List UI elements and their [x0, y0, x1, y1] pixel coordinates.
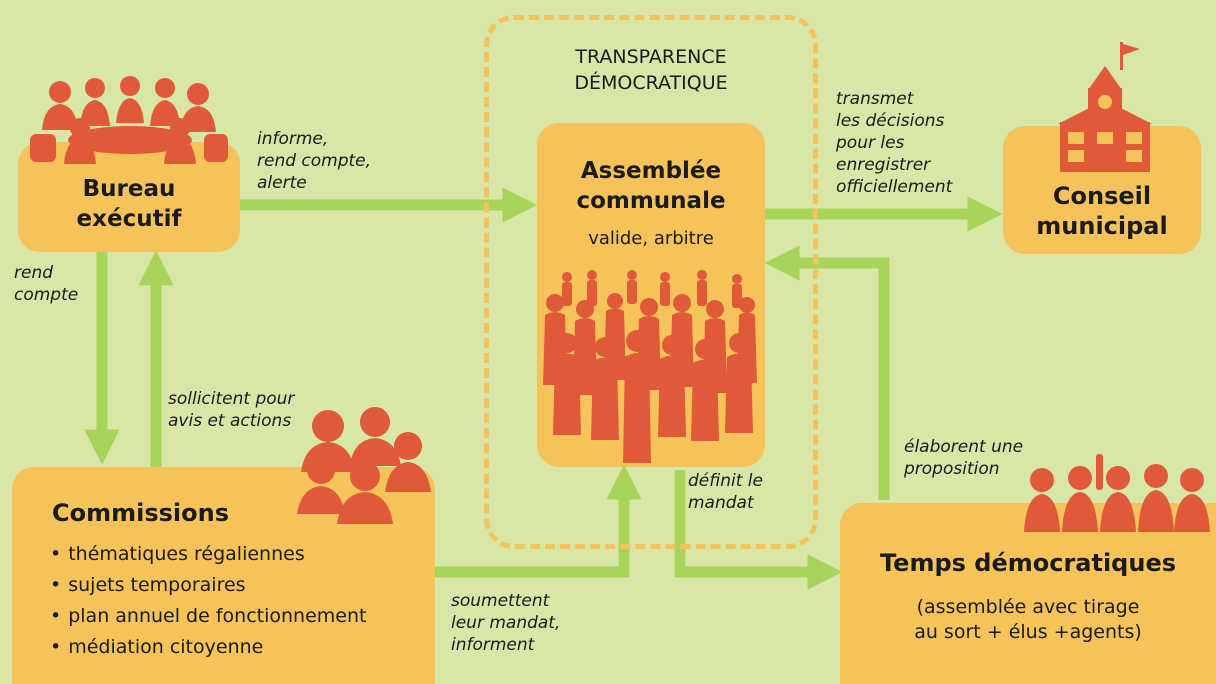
arrow-assemblee-to-temps — [674, 470, 843, 590]
conseil-municipal-box: Conseil municipal — [1003, 126, 1201, 254]
commissions-title: Commissions — [52, 499, 229, 527]
assemblee-subtitle: valide, arbitre — [588, 228, 714, 249]
town-hall-icon — [1058, 42, 1152, 172]
crowd-icon — [543, 270, 757, 463]
temps-subtitle: (assemblée avec tirage au sort + élus +a… — [914, 596, 1142, 643]
transparency-title: TRANSPARENCE DÉMOCRATIQUE — [574, 46, 728, 94]
assemblee-title-line2: communale — [576, 188, 726, 214]
label-sollicitent: sollicitent pour avis et actions — [168, 389, 295, 431]
list-item: thématiques régaliennes — [50, 539, 366, 570]
list-item: sujets temporaires — [50, 570, 366, 601]
temps-democratiques-box: Temps démocratiques (assemblée avec tira… — [840, 503, 1216, 684]
assemblee-title-line1: Assemblée — [580, 158, 722, 184]
label-elaborent: élaborent une proposition — [904, 437, 1024, 479]
arrow-commissions-to-assemblee — [435, 464, 642, 578]
transparency-frame — [484, 15, 818, 549]
bureau-executif-box: Bureau exécutif — [18, 142, 240, 252]
meeting-people-icon — [30, 76, 228, 164]
group-icon — [297, 407, 431, 524]
label-soumettent: soumettent leur mandat, informent — [451, 591, 561, 655]
conseil-title-line2: municipal — [1036, 212, 1168, 240]
label-transmet: transmet les décisions pour les enregist… — [836, 89, 953, 197]
commissions-box: Commissions thématiques régaliennes suje… — [12, 467, 435, 684]
list-item: médiation citoyenne — [50, 632, 366, 663]
bureau-title-line1: Bureau — [82, 176, 176, 202]
list-item: plan annuel de fonctionnement — [50, 601, 366, 632]
label-rend-compte: rend compte — [14, 263, 79, 305]
bureau-title-line2: exécutif — [76, 206, 182, 232]
temps-title: Temps démocratiques — [879, 549, 1177, 577]
label-informe: informe, rend compte, alerte — [257, 129, 372, 193]
commissions-list: thématiques régaliennes sujets temporair… — [50, 539, 366, 663]
conseil-title-line1: Conseil — [1052, 182, 1152, 210]
label-definit: définit le mandat — [688, 471, 763, 513]
raised-hand-group-icon — [1024, 454, 1210, 532]
